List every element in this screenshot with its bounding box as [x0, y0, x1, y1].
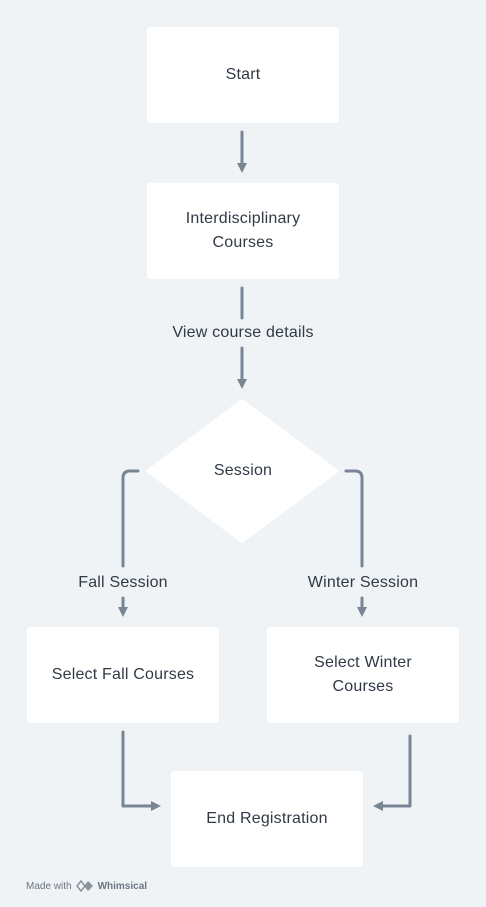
end-registration-node[interactable]: End Registration: [171, 771, 363, 867]
start-node[interactable]: Start: [147, 27, 339, 123]
session-decision-label: Session: [213, 462, 273, 479]
made-with-text: Made with: [26, 880, 72, 892]
start-node-label: Start: [225, 66, 261, 83]
select-winter-courses-node[interactable]: Select Winter Courses: [267, 627, 459, 723]
end-registration-label: End Registration: [206, 810, 328, 827]
select-winter-courses-label: Select Winter Courses: [314, 654, 412, 695]
winter-session-label: Winter Session: [307, 574, 419, 591]
edge-fall-to-end: [121, 730, 161, 811]
edge-session-to-winter-label: [344, 469, 364, 568]
select-fall-courses-node[interactable]: Select Fall Courses: [27, 627, 219, 723]
fall-session-label: Fall Session: [78, 574, 168, 591]
made-with-whimsical-footer[interactable]: Made with Whimsical: [26, 880, 147, 892]
whimsical-brand-text: Whimsical: [97, 880, 148, 892]
interdisciplinary-courses-label: Interdisciplinary Courses: [185, 210, 301, 251]
session-decision-shape: [146, 399, 339, 543]
interdisciplinary-courses-node[interactable]: Interdisciplinary Courses: [147, 183, 339, 279]
select-fall-courses-label: Select Fall Courses: [51, 666, 195, 683]
edge-winter-to-end: [373, 734, 412, 811]
whimsical-logo-icon: [75, 880, 93, 892]
edge-session-to-fall-label: [121, 469, 140, 568]
view-course-details-label: View course details: [172, 324, 314, 341]
